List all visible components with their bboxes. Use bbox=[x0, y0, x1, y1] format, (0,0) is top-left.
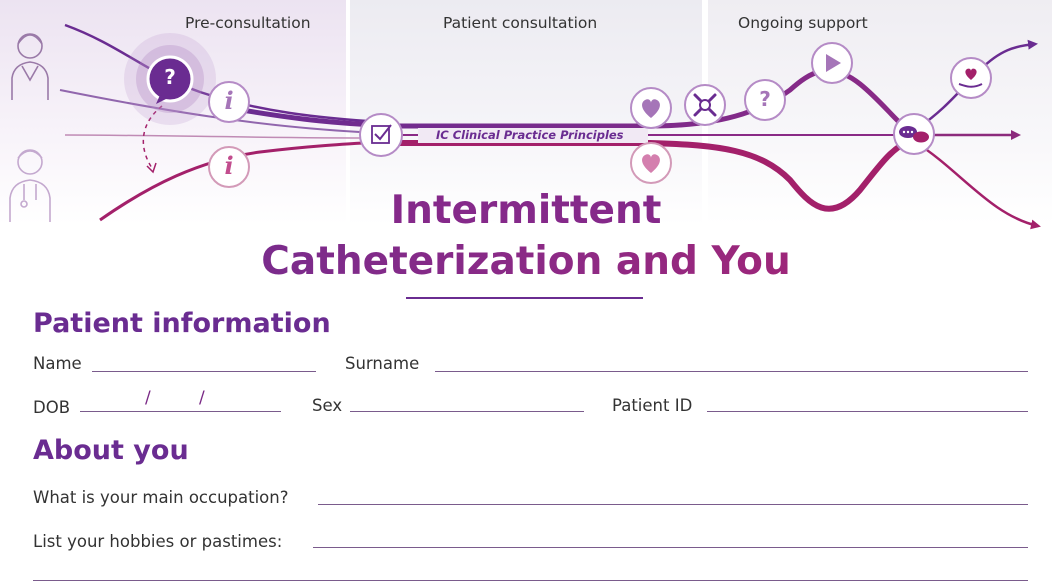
play-icon bbox=[811, 42, 853, 84]
question-speech-icon bbox=[124, 33, 216, 125]
occupation-field[interactable] bbox=[318, 504, 1028, 505]
help-glyph: ? bbox=[759, 87, 771, 111]
info-glyph-top: i bbox=[224, 86, 234, 115]
pathway-band-lower bbox=[400, 137, 912, 212]
title-underline bbox=[406, 297, 643, 299]
hobbies-label: List your hobbies or pastimes: bbox=[33, 532, 283, 551]
phase-label-ongoing-support: Ongoing support bbox=[738, 14, 868, 32]
pathway-line-bottom bbox=[99, 140, 381, 222]
info-glyph-bottom: i bbox=[224, 151, 234, 180]
pathway-label: IC Clinical Practice Principles bbox=[436, 128, 624, 142]
title-line-1: Intermittent bbox=[390, 188, 662, 233]
name-label: Name bbox=[33, 354, 82, 373]
pathway-line-middle bbox=[59, 89, 381, 134]
patient-information-heading: Patient information bbox=[33, 308, 331, 339]
help-icon bbox=[744, 79, 786, 121]
title-line-2: Catheterization and You bbox=[0, 237, 1052, 287]
sex-label: Sex bbox=[312, 396, 343, 415]
pathway-line-top bbox=[64, 23, 381, 124]
occupation-label: What is your main occupation? bbox=[33, 488, 289, 507]
phase-label-pre-consultation: Pre-consultation bbox=[185, 14, 311, 32]
patient-id-field[interactable] bbox=[707, 411, 1028, 412]
patient-id-label: Patient ID bbox=[612, 396, 693, 415]
heart-icon-lower bbox=[630, 142, 672, 184]
hobbies-field-continued[interactable] bbox=[33, 580, 1028, 581]
dob-field[interactable] bbox=[80, 411, 281, 412]
pathway-label-bg bbox=[418, 128, 648, 143]
info-icon-top bbox=[208, 81, 250, 123]
outcome-arrow-bottom bbox=[914, 140, 1041, 230]
patient-person-icon bbox=[11, 33, 49, 100]
chat-bubbles-icon bbox=[893, 113, 935, 155]
info-icon-bottom bbox=[208, 146, 250, 188]
journey-pathway-graphic bbox=[9, 23, 1041, 230]
journey-banner: Pre-consultation Patient consultation On… bbox=[0, 0, 1052, 230]
surname-label: Surname bbox=[345, 354, 420, 373]
pathway-line-light bbox=[64, 134, 381, 139]
checklist-icon bbox=[359, 113, 403, 157]
hobbies-field[interactable] bbox=[313, 547, 1028, 548]
dob-label: DOB bbox=[33, 398, 71, 417]
tools-icon bbox=[684, 84, 726, 126]
phase-label-patient-consultation: Patient consultation bbox=[443, 14, 598, 32]
hand-heart-icon bbox=[950, 57, 992, 99]
heart-icon-upper bbox=[630, 87, 672, 129]
doctor-person-icon bbox=[9, 149, 51, 222]
dob-separator-1: / bbox=[145, 388, 151, 408]
about-you-heading: About you bbox=[33, 435, 189, 466]
pathway-band-upper bbox=[229, 68, 912, 134]
dob-separator-2: / bbox=[199, 388, 205, 408]
sex-field[interactable] bbox=[350, 411, 584, 412]
surname-field[interactable] bbox=[435, 371, 1028, 372]
name-field[interactable] bbox=[92, 371, 316, 372]
question-glyph: ? bbox=[164, 65, 176, 89]
